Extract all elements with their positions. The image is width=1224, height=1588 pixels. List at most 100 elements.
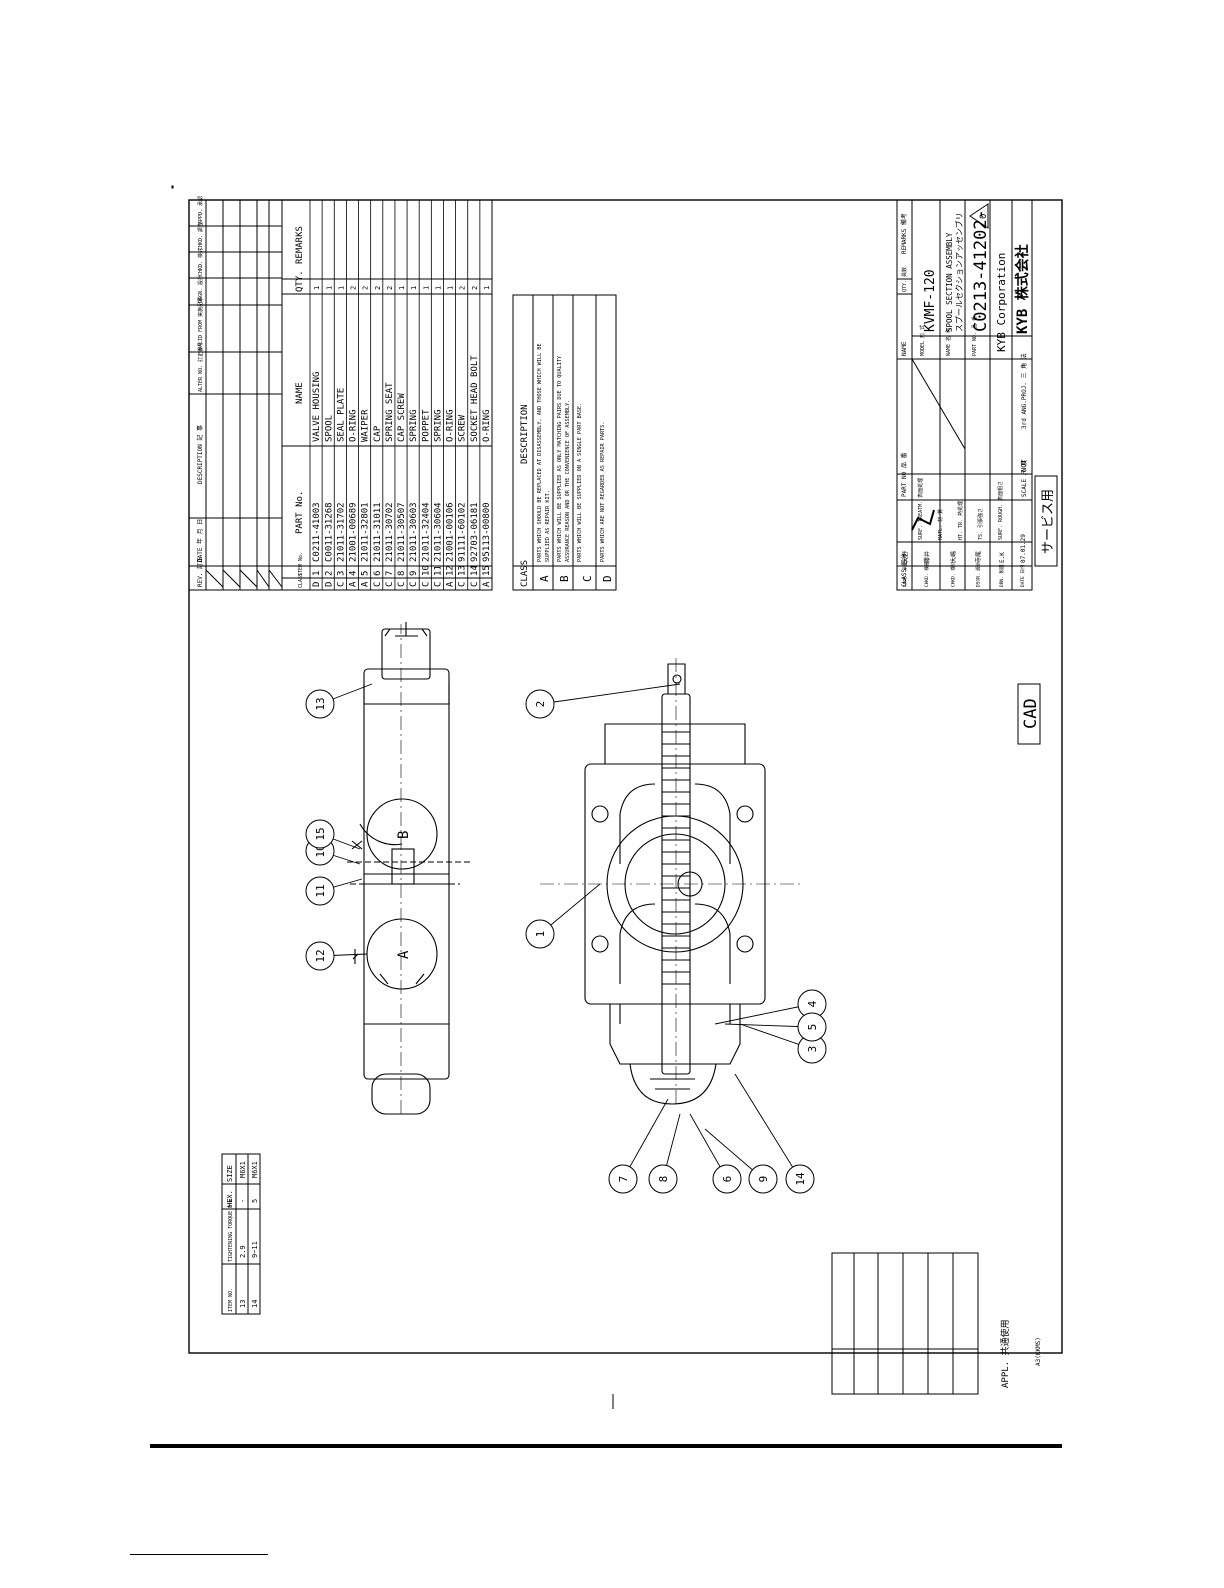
parts-cell: 10 bbox=[421, 565, 431, 576]
parts-cell: SOCKET HEAD BOLT bbox=[470, 355, 480, 442]
parts-cell: 1 bbox=[337, 286, 345, 290]
parts-cell: SPRING bbox=[409, 409, 419, 442]
balloon bbox=[785, 1164, 815, 1194]
parts-cell: 4 bbox=[349, 571, 359, 576]
staff-name: 大野 bbox=[902, 551, 910, 563]
balloon-number: 8 bbox=[657, 1176, 670, 1183]
staff-role: APPD. 承認 bbox=[902, 561, 909, 587]
parts-cell: 1 bbox=[422, 286, 430, 290]
balloon-number: 11 bbox=[314, 884, 327, 897]
parts-cell: C bbox=[385, 582, 395, 587]
balloon-number: 5 bbox=[806, 1024, 819, 1031]
class-letter: C bbox=[581, 575, 594, 582]
parts-cell: VALVE HOUSING bbox=[312, 372, 322, 442]
parts-cell: C bbox=[458, 582, 468, 587]
tb-model: KVMF-120 bbox=[923, 269, 938, 332]
balloon bbox=[305, 876, 335, 906]
tb-company-en: KYB Corporation bbox=[995, 253, 1008, 352]
parts-cell: 6 bbox=[373, 571, 383, 576]
treatment-label: HT. TR. 熱処理 bbox=[957, 501, 964, 540]
class-desc: PARTS WHICH WILL BE SUPPLIED AS ONLY MAT… bbox=[557, 355, 563, 562]
parts-cell: SEAL PLATE bbox=[336, 388, 346, 442]
staff-name: 寺尾 bbox=[975, 551, 983, 563]
rev-header-appd: APPD. 承認 bbox=[197, 196, 204, 224]
parts-cell: A bbox=[446, 581, 456, 587]
parts-cell: 8 bbox=[397, 571, 407, 576]
torque-cell: 2.9 bbox=[239, 1245, 247, 1258]
parts-cell: 1 bbox=[325, 286, 333, 290]
balloon bbox=[712, 1164, 742, 1194]
parts-cell: 11 bbox=[433, 565, 443, 576]
class-header-class: CLASS bbox=[520, 560, 530, 587]
footnote-rule bbox=[130, 1554, 268, 1555]
treatment-label: SURF. TREATM. 表面処理 bbox=[917, 478, 924, 540]
parts-cell: 21011-30507 bbox=[397, 502, 407, 562]
torque-table: ITEM NO.TIGHTENING TORQUE N·mHEX.SIZE132… bbox=[221, 1153, 261, 1315]
torque-cell: 13 bbox=[239, 1300, 247, 1308]
parts-cell: 21011-30603 bbox=[409, 502, 419, 562]
tb-name-jp: スプールセクションアッセンブリ bbox=[954, 212, 964, 332]
balloon-number: 13 bbox=[314, 697, 327, 710]
parts-cell: C bbox=[409, 582, 419, 587]
class-desc: PARTS WHICH WILL BE SUPPLIED ON A SINGLE… bbox=[577, 403, 583, 562]
parts-cell: 2 bbox=[350, 286, 358, 290]
parts-cell: C0011-31268 bbox=[324, 502, 334, 562]
tb-name-label: NAME 名 称 bbox=[945, 328, 952, 356]
appl-label: APPL. 共通使用 bbox=[999, 1319, 1011, 1388]
parts-cell: A bbox=[482, 581, 492, 587]
tb-scale: NOT bbox=[1020, 459, 1028, 472]
class-desc: PARTS WHICH SHOULD BE REPLACED AT DISASS… bbox=[537, 343, 543, 562]
parts-cell: C bbox=[433, 582, 443, 587]
torque-cell: 5 bbox=[251, 1199, 259, 1203]
appl-box: APPL. 共通使用 A3(KKMS) bbox=[612, 1252, 1042, 1409]
drawing-border bbox=[188, 199, 1063, 1354]
treatment-label: MATL. 材 質 bbox=[937, 509, 944, 540]
rev-header-chkd: CHKD. 検討 bbox=[197, 248, 204, 276]
front-view-drawing bbox=[540, 654, 800, 1105]
parts-header-4: QTY. bbox=[295, 270, 305, 292]
balloon-number: 3 bbox=[806, 1046, 819, 1053]
tb-name-en: SPOOL SECTION ASSEMBLY bbox=[945, 232, 954, 332]
staff-role: DATE 日付 bbox=[1019, 564, 1026, 587]
parts-cell: 95113-00800 bbox=[482, 502, 492, 562]
parts-cell: 13 bbox=[458, 565, 468, 576]
parts-cell: 1 bbox=[313, 286, 321, 290]
parts-cell: 2 bbox=[386, 286, 394, 290]
cad-label: CAD bbox=[1021, 698, 1041, 729]
staff-role: CHKD. 検査 bbox=[923, 561, 930, 587]
parts-cell: C bbox=[373, 582, 383, 587]
rev-header-chkd2: CHKD. 調査 bbox=[197, 222, 204, 250]
balloon-number: 6 bbox=[721, 1176, 734, 1183]
parts-cell: 2 bbox=[324, 571, 334, 576]
parts-cell: 15 bbox=[482, 565, 492, 576]
parts-cell: 9 bbox=[409, 571, 419, 576]
parts-cell: WAIPER bbox=[361, 409, 371, 442]
parts-cell: 21011-30702 bbox=[385, 502, 395, 562]
balloon bbox=[305, 819, 335, 849]
corner-tick bbox=[171, 185, 174, 189]
parts-cell: A bbox=[349, 581, 359, 587]
parts-cell: SCREW bbox=[458, 414, 468, 442]
tb-qty-col: QTY. 員数 bbox=[901, 267, 908, 292]
class-desc: PARTS WHICH ARE NOT REGARDED AS REPAIR P… bbox=[600, 421, 606, 562]
parts-cell: 3 bbox=[336, 571, 346, 576]
parts-cell: C bbox=[397, 582, 407, 587]
sheet-size: A3(KKMS) bbox=[1035, 1337, 1042, 1366]
rev-header-date: DATE 年 月 日 bbox=[196, 519, 204, 562]
tb-part-label: PART NO. 品 番 bbox=[971, 316, 978, 356]
parts-cell: 1 bbox=[447, 286, 455, 290]
parts-cell: 21011-32404 bbox=[421, 502, 431, 562]
parts-cell: D bbox=[312, 582, 322, 587]
class-letter: B bbox=[558, 575, 571, 582]
staff-role: DSGN. 設計 bbox=[975, 561, 982, 587]
balloon bbox=[797, 1012, 827, 1042]
balloon bbox=[648, 1164, 678, 1194]
tb-projection: 3rd ANG.PROJ. 三 角 法 bbox=[1020, 353, 1028, 429]
parts-cell: 21011-31011 bbox=[373, 502, 383, 562]
balloon bbox=[305, 941, 335, 971]
torque-cell: M6X1 bbox=[251, 1161, 259, 1178]
rev-header-desc: DESCRIPTION 記 事 bbox=[196, 425, 204, 484]
tb-rev: 0 bbox=[979, 214, 989, 219]
